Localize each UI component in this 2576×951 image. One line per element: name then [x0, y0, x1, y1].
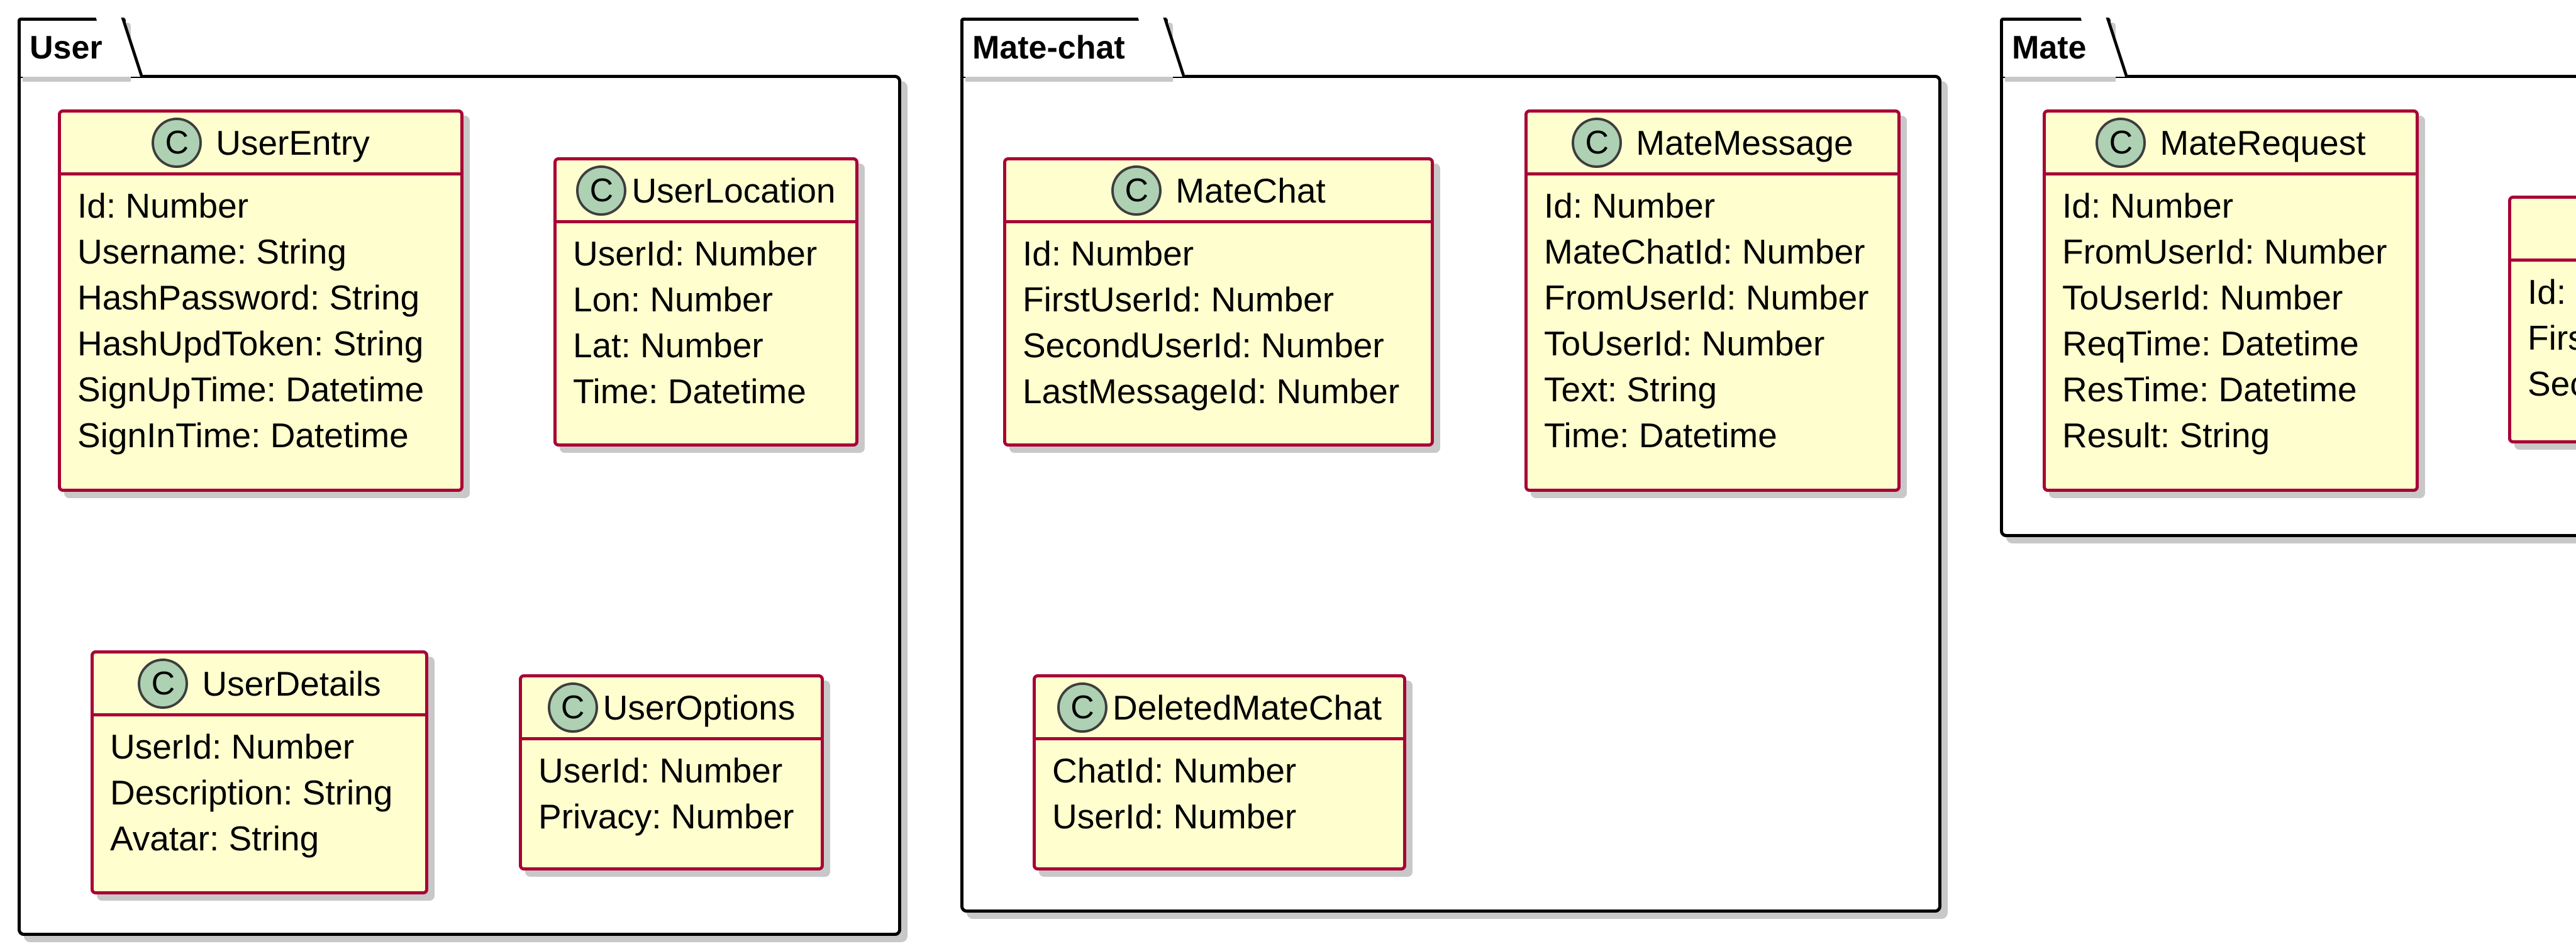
class-field: Id: [2528, 272, 2567, 311]
class-field: Id: Number [1023, 234, 1194, 273]
class-badge-icon: C [1111, 165, 1162, 216]
class-field: LastMessageId: Number [1023, 372, 1400, 411]
class-header: C DeletedMateChat [1036, 677, 1403, 740]
class-header [2511, 199, 2576, 262]
class-fields: Id: Firs Sec [2511, 262, 2576, 413]
class-field: Id: Number [1544, 186, 1716, 225]
package-user: User C UserEntry Id: Number Username: St… [18, 18, 901, 936]
class-field: Id: Number [77, 186, 249, 225]
class-header: C UserLocation [557, 160, 855, 223]
class-field: Description: String [110, 773, 393, 812]
class-partial-clipped: Id: Firs Sec [2508, 196, 2576, 443]
package-tab: Mate [2000, 18, 2111, 77]
class-field: FirstUserId: Number [1023, 280, 1335, 319]
class-name: DeletedMateChat [1112, 687, 1382, 727]
class-header: C MateMessage [1528, 113, 1897, 175]
class-field: UserId: Number [573, 234, 818, 273]
class-field: Lat: Number [573, 326, 763, 365]
class-field: UserId: Number [1052, 797, 1297, 836]
class-badge-icon: C [1057, 682, 1108, 733]
class-name: MateMessage [1636, 123, 1853, 162]
class-mate-request: C MateRequest Id: Number FromUserId: Num… [2043, 109, 2419, 492]
class-field: Firs [2528, 318, 2576, 357]
class-field: SignInTime: Datetime [77, 416, 409, 455]
package-title: Mate-chat [972, 30, 1125, 66]
class-fields: UserId: Number Privacy: Number [522, 740, 821, 846]
class-field: Id: Number [2062, 186, 2234, 225]
class-field: Time: Datetime [573, 372, 806, 411]
class-user-location: C UserLocation UserId: Number Lon: Numbe… [553, 157, 858, 447]
class-field: Text: String [1544, 370, 1718, 409]
class-mate-chat: C MateChat Id: Number FirstUserId: Numbe… [1003, 157, 1434, 447]
class-field: FromUserId: Number [2062, 232, 2387, 271]
class-field: UserId: Number [538, 751, 783, 790]
package-tab: Mate-chat [960, 18, 1168, 77]
class-field: UserId: Number [110, 727, 355, 766]
class-field: ToUserId: Number [1544, 324, 1825, 363]
class-header: C UserEntry [61, 113, 460, 175]
class-mate-message: C MateMessage Id: Number MateChatId: Num… [1524, 109, 1901, 492]
class-badge-icon: C [547, 682, 598, 733]
class-name: UserEntry [216, 123, 370, 162]
class-header: C MateRequest [2046, 113, 2416, 175]
class-name: MateChat [1175, 170, 1326, 210]
class-field: HashPassword: String [77, 278, 420, 317]
package-mate: Mate C MateRequest Id: Number FromUserId… [2000, 18, 2576, 537]
class-field: MateChatId: Number [1544, 232, 1865, 271]
class-field: Username: String [77, 232, 347, 271]
class-field: Result: String [2062, 416, 2270, 455]
class-fields: Id: Number MateChatId: Number FromUserId… [1528, 175, 1897, 465]
class-header: C MateChat [1006, 160, 1431, 223]
class-name: UserLocation [631, 170, 836, 210]
class-user-entry: C UserEntry Id: Number Username: String … [58, 109, 464, 492]
class-badge-icon: C [2096, 117, 2146, 168]
class-header: C UserOptions [522, 677, 821, 740]
class-fields: Id: Number FirstUserId: Number SecondUse… [1006, 223, 1431, 421]
class-field: Avatar: String [110, 819, 319, 858]
class-field: SignUpTime: Datetime [77, 370, 425, 409]
class-badge-icon: C [576, 165, 627, 216]
class-deleted-mate-chat: C DeletedMateChat ChatId: Number UserId:… [1033, 674, 1406, 870]
class-field: Sec [2528, 364, 2576, 403]
package-mate-chat: Mate-chat C MateChat Id: Number FirstUse… [960, 18, 1941, 913]
class-field: SecondUserId: Number [1023, 326, 1384, 365]
class-badge-icon: C [152, 117, 203, 168]
class-field: ReqTime: Datetime [2062, 324, 2359, 363]
class-field: HashUpdToken: String [77, 324, 424, 363]
class-name: UserOptions [602, 687, 796, 727]
class-name: UserDetails [202, 664, 381, 703]
package-tab: User [18, 18, 126, 77]
class-user-details: C UserDetails UserId: Number Description… [91, 650, 428, 894]
class-field: FromUserId: Number [1544, 278, 1869, 317]
package-title: User [30, 30, 103, 66]
class-field: ToUserId: Number [2062, 278, 2343, 317]
class-field: Lon: Number [573, 280, 773, 319]
class-badge-icon: C [1572, 117, 1623, 168]
package-title: Mate [2012, 30, 2087, 66]
class-fields: Id: Number FromUserId: Number ToUserId: … [2046, 175, 2416, 465]
class-field: Privacy: Number [538, 797, 794, 836]
class-header: C UserDetails [94, 653, 425, 716]
class-field: ResTime: Datetime [2062, 370, 2357, 409]
class-fields: UserId: Number Lon: Number Lat: Number T… [557, 223, 855, 421]
class-fields: ChatId: Number UserId: Number [1036, 740, 1403, 846]
class-field: ChatId: Number [1052, 751, 1297, 790]
class-badge-icon: C [138, 658, 189, 709]
class-field: Time: Datetime [1544, 416, 1777, 455]
class-name: MateRequest [2160, 123, 2366, 162]
class-fields: UserId: Number Description: String Avata… [94, 716, 425, 868]
class-user-options: C UserOptions UserId: Number Privacy: Nu… [519, 674, 824, 870]
class-fields: Id: Number Username: String HashPassword… [61, 175, 460, 465]
